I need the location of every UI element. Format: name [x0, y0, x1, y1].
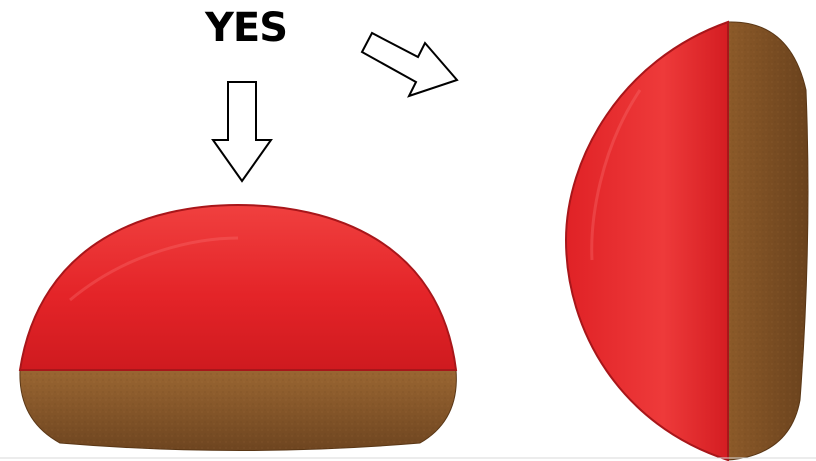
- standing-cushion: [566, 22, 808, 460]
- down-arrow-icon: [213, 82, 271, 181]
- flat-cushion: [20, 205, 456, 451]
- standing-cushion-top: [566, 22, 728, 460]
- diagonal-arrow-icon: [362, 33, 457, 96]
